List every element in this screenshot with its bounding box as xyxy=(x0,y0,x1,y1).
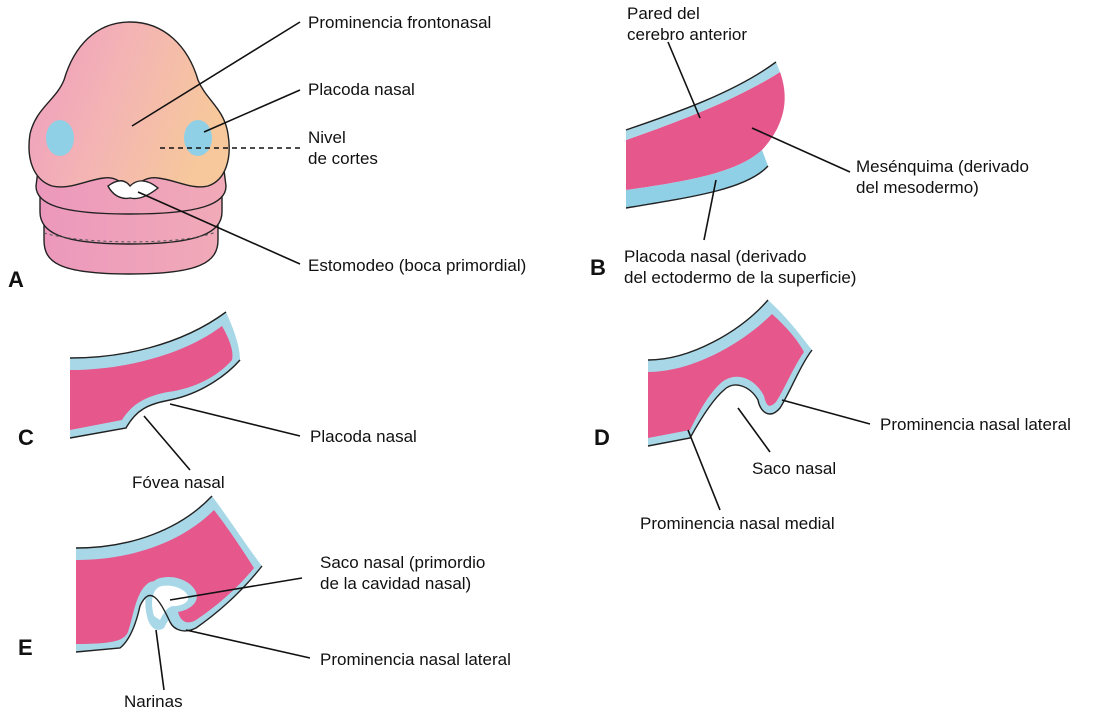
panel-letter-e: E xyxy=(18,635,33,660)
leader-prominencia-medial-d xyxy=(688,430,720,510)
label-placoda-nasal-a: Placoda nasal xyxy=(308,80,415,99)
label-saco-nasal-d: Saco nasal xyxy=(752,459,836,478)
label-pared-line2: cerebro anterior xyxy=(627,25,747,44)
panel-c: Placoda nasal Fóvea nasal C xyxy=(18,312,417,492)
section-b-tissue xyxy=(626,62,785,208)
label-nivel-line2: de cortes xyxy=(308,149,378,168)
panel-b: Pared del cerebro anterior Mesénquima (d… xyxy=(590,4,1029,287)
leader-fovea xyxy=(144,416,190,470)
label-prominencia-medial-d: Prominencia nasal medial xyxy=(640,514,835,533)
label-prominencia-lateral-d: Prominencia nasal lateral xyxy=(880,415,1071,434)
leader-prominencia-lateral-e xyxy=(186,630,310,658)
section-c-tissue xyxy=(70,312,240,438)
panel-letter-a: A xyxy=(8,267,24,292)
panel-letter-c: C xyxy=(18,425,34,450)
panel-e: Saco nasal (primordio de la cavidad nasa… xyxy=(18,496,511,711)
mesenchyme-d xyxy=(648,314,804,438)
label-placoda-b-line1: Placoda nasal (derivado xyxy=(624,247,806,266)
leader-pared xyxy=(668,42,700,118)
leader-narinas xyxy=(156,630,164,690)
label-placoda-nasal-c: Placoda nasal xyxy=(310,427,417,446)
panel-letter-b: B xyxy=(590,255,606,280)
leader-saco-d xyxy=(738,408,770,452)
label-estomodeo: Estomodeo (boca primordial) xyxy=(308,256,526,275)
panel-d: Prominencia nasal lateral Saco nasal Pro… xyxy=(594,300,1071,533)
label-fovea-nasal: Fóvea nasal xyxy=(132,473,225,492)
label-prominencia-lateral-e: Prominencia nasal lateral xyxy=(320,650,511,669)
panel-letter-d: D xyxy=(594,425,610,450)
leader-placoda-c xyxy=(170,404,300,436)
section-d-tissue xyxy=(648,300,812,446)
label-prominencia-frontonasal: Prominencia frontonasal xyxy=(308,13,491,32)
label-mesenquima-line1: Mesénquima (derivado xyxy=(856,157,1029,176)
label-saco-e-line2: de la cavidad nasal) xyxy=(320,574,471,593)
label-saco-e-line1: Saco nasal (primordio xyxy=(320,553,485,572)
mesenchyme-c xyxy=(70,326,233,430)
label-placoda-b-line2: del ectodermo de la superficie) xyxy=(624,268,856,287)
panel-a: Prominencia frontonasal Placoda nasal Ni… xyxy=(8,13,526,292)
label-narinas: Narinas xyxy=(124,692,183,711)
frontonasal-head xyxy=(29,22,229,192)
label-mesenquima-line2: del mesodermo) xyxy=(856,178,979,197)
leader-prominencia-lateral-d xyxy=(782,400,870,424)
section-e-tissue xyxy=(76,496,262,652)
nasal-placode-right xyxy=(184,120,212,156)
label-nivel-line1: Nivel xyxy=(308,128,346,147)
label-pared-line1: Pared del xyxy=(627,4,700,23)
nasal-placode-left xyxy=(46,120,74,156)
